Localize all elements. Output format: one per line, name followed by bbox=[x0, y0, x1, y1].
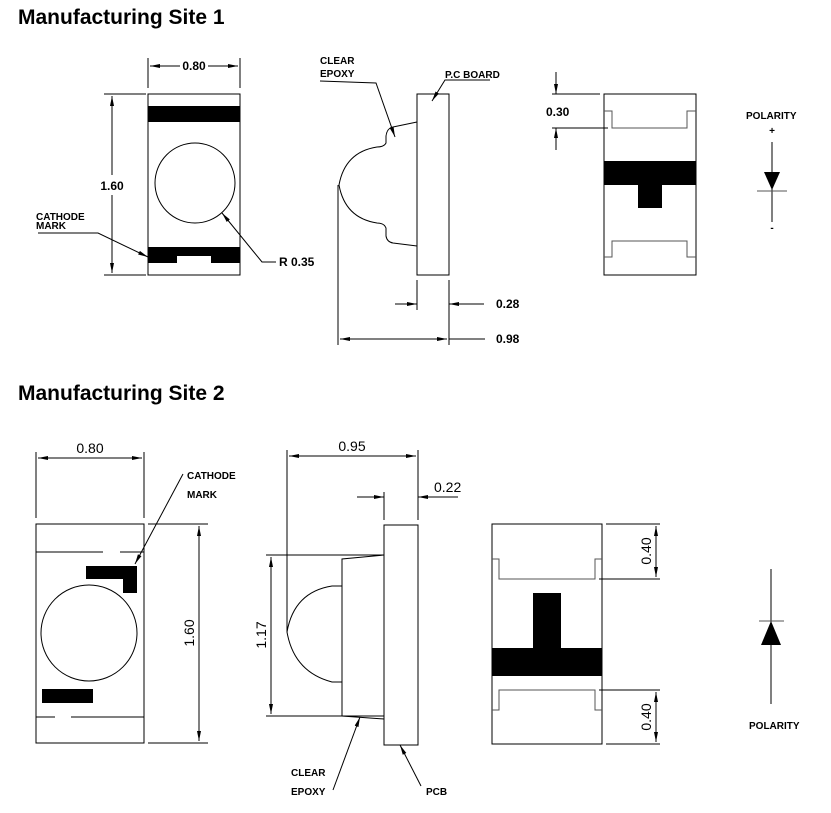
site2-side-view: 0.95 0.22 1.17 CLEAR EPOXY PCB bbox=[253, 438, 461, 798]
site2-pcb-label: PCB bbox=[426, 787, 447, 798]
site1-total-height-dim: 0.98 bbox=[496, 332, 520, 346]
site1-bottom-view: 0.30 bbox=[546, 72, 697, 276]
site2-top-height-dim: 1.60 bbox=[181, 619, 197, 646]
site1-top-body bbox=[147, 93, 241, 276]
site1-board-thickness-dim: 0.28 bbox=[496, 297, 520, 311]
site2-cathode-label-1: CATHODE bbox=[187, 471, 236, 482]
site1-top-width-dim: 0.80 bbox=[182, 59, 206, 73]
site2-top-body bbox=[35, 523, 145, 744]
site1-cathode-band bbox=[148, 247, 240, 263]
site1-pad-dim: 0.30 bbox=[546, 105, 570, 119]
site2-cathode-label-2: MARK bbox=[187, 490, 218, 501]
site2-lens-circle bbox=[40, 584, 138, 682]
site2-bottom-pad-dim: 0.40 bbox=[638, 703, 654, 730]
site1-epoxy-label-2: EPOXY bbox=[320, 69, 355, 80]
diode-icon bbox=[761, 621, 781, 645]
site2-bottom-view: 0.40 0.40 bbox=[491, 523, 660, 745]
site1-cathode-label-2: MARK bbox=[36, 221, 67, 232]
site2-total-height-dim: 0.95 bbox=[338, 438, 365, 454]
site1-epoxy-lens bbox=[338, 121, 418, 247]
site1-side-view: CLEAR EPOXY P.C BOARD 0.28 0.98 bbox=[319, 56, 520, 346]
site2-epoxy-body bbox=[341, 554, 385, 720]
site1-polarity-plus: + bbox=[769, 126, 775, 137]
site2-title: Manufacturing Site 2 bbox=[18, 382, 225, 405]
site2-cathode-mark bbox=[86, 566, 137, 593]
site1-polarity: POLARITY + - bbox=[746, 111, 797, 234]
site1-top-view: 0.80 1.60 CATHODE MARK R 0.35 bbox=[36, 58, 315, 276]
site1-radius-dim: R 0.35 bbox=[279, 255, 315, 269]
site2-top-width-dim: 0.80 bbox=[76, 440, 103, 456]
site2-top-view: 0.80 CATHODE MARK 1.60 bbox=[35, 440, 236, 744]
site1-bottom-pad bbox=[604, 161, 696, 208]
site1-pc-board bbox=[416, 93, 450, 276]
site2-bottom-body bbox=[491, 523, 603, 745]
site1-epoxy-label-1: CLEAR bbox=[320, 56, 355, 67]
site1-cathode-label-1: CATHODE bbox=[36, 212, 85, 223]
site2-bottom-pad bbox=[492, 593, 602, 676]
site2-board-thickness-dim: 0.22 bbox=[434, 479, 461, 495]
site1-polarity-minus: - bbox=[770, 223, 773, 234]
site1-top-height-dim: 1.60 bbox=[100, 179, 124, 193]
site2-top-pad-dim: 0.40 bbox=[638, 537, 654, 564]
site2-epoxy-label-2: EPOXY bbox=[291, 787, 326, 798]
site1-top-anode-band bbox=[148, 106, 240, 122]
site2-polarity-label: POLARITY bbox=[749, 721, 800, 732]
site2-epoxy-label-1: CLEAR bbox=[291, 768, 326, 779]
site2-anode-mark bbox=[42, 689, 93, 703]
site2-epoxy-width-dim: 1.17 bbox=[253, 621, 269, 648]
site2-epoxy-lens bbox=[286, 585, 342, 683]
site2-polarity: POLARITY bbox=[749, 569, 800, 732]
site1-lens-circle bbox=[154, 142, 236, 224]
site1-polarity-label: POLARITY bbox=[746, 111, 797, 122]
site2-pcb bbox=[383, 524, 419, 746]
site1-board-label: P.C BOARD bbox=[445, 70, 500, 81]
site1-title: Manufacturing Site 1 bbox=[18, 6, 225, 29]
diode-icon bbox=[764, 172, 780, 190]
